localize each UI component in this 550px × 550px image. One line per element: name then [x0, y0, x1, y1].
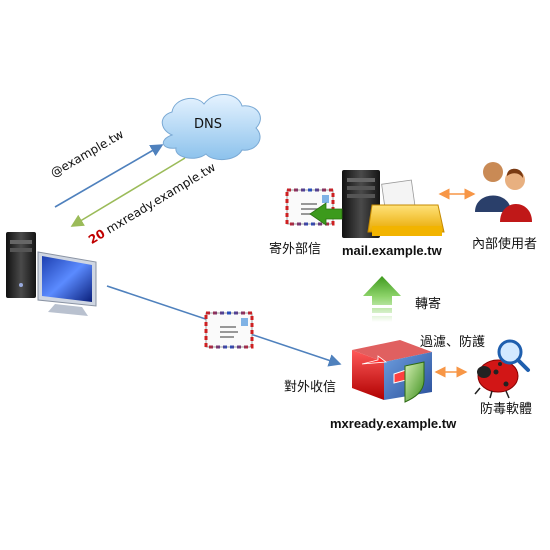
receive-external-label: 對外收信	[284, 380, 337, 395]
query-arrow	[54, 144, 164, 208]
dns-cloud-icon	[161, 94, 261, 160]
antivirus-label: 防毒軟體	[480, 402, 533, 417]
mxready-gateway-icon	[352, 340, 432, 403]
answer-arrow	[70, 157, 186, 227]
filter-protect-label: 過濾、防護	[420, 335, 486, 350]
forward-label: 轉寄	[415, 297, 442, 312]
mail-inbox-tray-icon	[367, 179, 445, 236]
incoming-mail-envelope-icon	[204, 311, 254, 349]
forward-up-arrow-icon	[363, 276, 401, 322]
internal-users-label: 內部使用者	[472, 237, 538, 252]
mxready-label: mxready.example.tw	[330, 416, 457, 431]
send-out-label: 寄外部信	[269, 242, 322, 257]
send-out-arrow-icon	[309, 202, 343, 226]
antivirus-bug-icon	[474, 339, 530, 399]
client-computer-icon	[6, 232, 97, 316]
dns-label: DNS	[194, 117, 222, 132]
internal-users-icon	[475, 162, 532, 222]
mail-server-label: mail.example.tw	[342, 243, 442, 258]
